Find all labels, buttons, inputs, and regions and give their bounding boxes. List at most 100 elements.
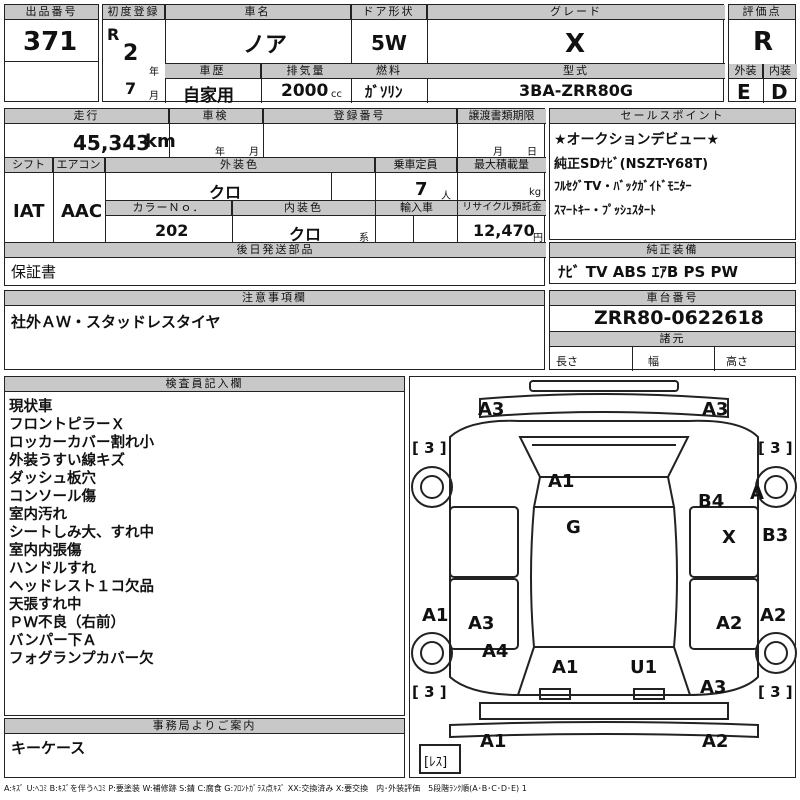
shift-label: シフト <box>5 158 53 173</box>
inspector-line: ＰＷ不良（右前） <box>9 615 125 631</box>
spare-tire: [ﾚｽ] <box>424 755 448 770</box>
legend: A:ｷｽﾞ U:ﾍｺﾐ B:ｷｽﾞを伴うﾍｺﾐ P:要塗装 W:補修跡 S:錆 … <box>4 784 527 793</box>
sales-line: 純正SDﾅﾋﾞ(NSZT-Y68T) <box>554 157 709 172</box>
year: 2 <box>123 41 139 66</box>
recycle-label: リサイクル預託金 <box>458 201 546 216</box>
delivery-parts: 保証書 <box>11 263 57 281</box>
inspector-line: ハンドルすれ <box>9 561 96 577</box>
inspector-line: ダッシュ板穴 <box>9 471 96 487</box>
chassis-label: 車台番号 <box>550 291 795 306</box>
displacement-label: 排気量 <box>261 64 351 79</box>
damage-mark: A2 <box>760 605 787 626</box>
damage-mark: A4 <box>482 641 509 662</box>
lot-number: 371 <box>23 27 78 57</box>
damage-mark: U1 <box>630 657 658 678</box>
damage-mark: A1 <box>548 471 575 492</box>
chassis-box: 車台番号 ZRR80-0622618 諸元 長さ 幅 高さ <box>549 290 796 371</box>
month-unit: 月 <box>149 91 159 102</box>
shaken-label: 車検 <box>169 109 263 124</box>
era: R <box>107 25 120 44</box>
year-unit: 年 <box>149 67 159 78</box>
grade-label: グレード <box>427 5 725 20</box>
inspector-line: バンパー下Ａ <box>9 633 97 649</box>
exterior-color: クロ <box>209 183 242 202</box>
office-value: キーケース <box>11 739 86 757</box>
shaken-year: 年 <box>215 147 225 158</box>
ac: AAC <box>61 201 103 222</box>
seats-unit: 人 <box>441 191 451 202</box>
mileage-label: 走行 <box>5 109 169 124</box>
damage-mark: A1 <box>552 657 579 678</box>
km-unit: km <box>145 131 176 152</box>
displacement: 2000 <box>281 81 329 101</box>
equip-value: ﾅﾋﾞ TV ABS ｴｱB PS PW <box>558 263 739 281</box>
model: 3BA-ZRR80G <box>519 81 633 100</box>
equip-label: 純正装備 <box>550 243 795 258</box>
damage-mark: A3 <box>478 399 505 420</box>
notes-label: 注意事項欄 <box>5 291 544 306</box>
damage-mark: G <box>566 517 581 538</box>
delivery-label: 後日発送部品 <box>5 243 546 258</box>
model-label: 型式 <box>427 64 725 79</box>
damage-mark: A3 <box>702 399 729 420</box>
inspector-line: フロントピラーＸ <box>9 417 125 433</box>
score-label: 評価点 <box>729 5 795 20</box>
colorno-label: カラーＮｏ． <box>106 201 232 216</box>
score-box: 評価点 R 外装 内装 E D <box>728 4 797 104</box>
header-main: 初度登録 車名 ドア形状 グレード R 2 年 7 月 ノア 5W X 車歴 排… <box>102 4 725 106</box>
fuel-label: 燃料 <box>351 64 427 79</box>
kei: 系 <box>359 233 369 244</box>
shift: IAT <box>13 201 45 222</box>
notes-box: 注意事項欄 社外ＡＷ・スタッドレスタイヤ <box>4 290 545 370</box>
color-number: 202 <box>155 221 189 240</box>
damage-mark: A2 <box>702 731 729 752</box>
tire-depth: [ 3 ] <box>412 439 447 457</box>
transfer-label: 譲渡書類期限 <box>457 109 546 124</box>
mileage: 45,343 <box>73 131 151 155</box>
damage-mark: A <box>750 483 764 504</box>
damage-mark: A1 <box>480 731 507 752</box>
first-reg-label: 初度登録 <box>103 5 165 20</box>
car-outline <box>411 380 797 774</box>
sales-line: ★オークションデビュー★ <box>554 132 720 148</box>
yen-unit: 円 <box>533 233 543 244</box>
door: 5W <box>371 31 407 55</box>
width-label: 幅 <box>648 355 659 368</box>
inspector-line: コンソール傷 <box>9 489 96 505</box>
damage-mark: B3 <box>762 525 789 546</box>
inspector-line: フォグランプカバー欠 <box>9 651 154 667</box>
inspector-line: シートしみ大、すれ中 <box>9 525 154 541</box>
cc-unit: cc <box>331 89 342 100</box>
inspector-box: 検査員記入欄 現状車 フロントピラーＸ ロッカーカバー割れ小 外装うすい線キズ … <box>4 376 405 716</box>
sales-label: セールスポイント <box>550 109 795 124</box>
history-label: 車歴 <box>165 64 261 79</box>
tire-depth: [ 3 ] <box>412 683 447 701</box>
damage-mark: A2 <box>716 613 743 634</box>
load-unit: kg <box>529 187 542 198</box>
intcolor-label: 内装色 <box>232 201 375 216</box>
ac-label: エアコン <box>53 158 105 173</box>
ext-label: 外装 <box>729 64 763 79</box>
score: R <box>753 27 774 57</box>
grade: X <box>565 29 586 59</box>
color-label: 外装色 <box>105 158 375 173</box>
height-label: 高さ <box>726 355 748 368</box>
recycle-amount: 12,470 <box>473 221 535 240</box>
spec-block: 走行 車検 登録番号 譲渡書類期限 45,343 km 年 月 月 日 シフト … <box>4 108 546 286</box>
inspector-label: 検査員記入欄 <box>5 377 404 392</box>
damage-mark: A1 <box>422 605 449 626</box>
damage-mark: X <box>722 527 736 548</box>
transfer-month: 月 <box>493 147 503 158</box>
car-name: ノア <box>243 33 288 58</box>
int-grade: D <box>771 80 788 104</box>
int-label: 内装 <box>763 64 797 79</box>
lot-label: 出品番号 <box>5 5 98 20</box>
seats-label: 乗車定員 <box>375 158 457 173</box>
inspector-line: 現状車 <box>9 399 53 415</box>
damage-mark: A3 <box>700 677 727 698</box>
sales-box: セールスポイント ★オークションデビュー★ 純正SDﾅﾋﾞ(NSZT-Y68T)… <box>549 108 796 240</box>
inspector-line: 天張すれ中 <box>9 597 82 613</box>
lot-box: 出品番号 371 <box>4 4 99 102</box>
equip-box: 純正装備 ﾅﾋﾞ TV ABS ｴｱB PS PW <box>549 242 796 284</box>
car-name-label: 車名 <box>165 5 351 20</box>
